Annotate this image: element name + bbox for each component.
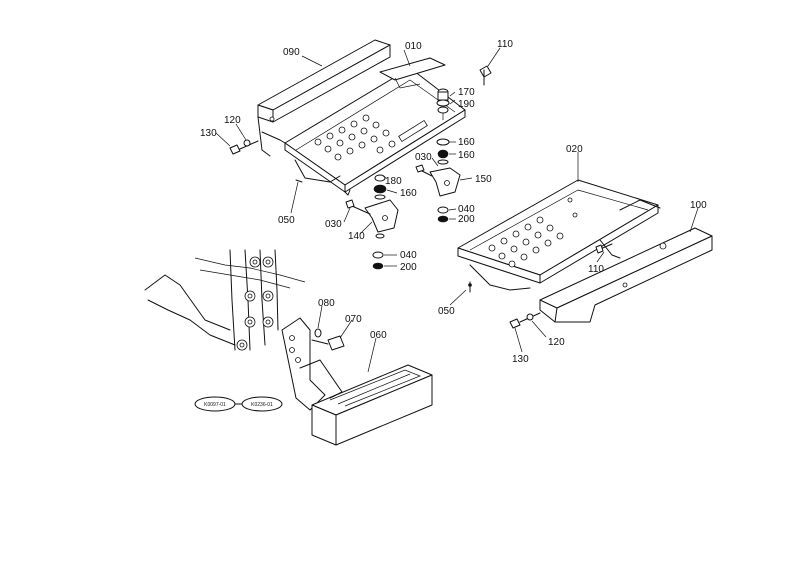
tractor-frame	[144, 249, 306, 351]
step-plate-010	[284, 57, 466, 196]
label-030-right: 030	[415, 152, 432, 163]
cushion-160-right	[436, 138, 450, 165]
step-060	[299, 359, 433, 446]
washer-120-right	[526, 313, 534, 321]
bolt-110-right	[595, 243, 613, 254]
label-050-right: 050	[438, 306, 455, 317]
washer-120-left	[243, 139, 251, 147]
label-040-center: 040	[400, 250, 417, 261]
label-190: 190	[458, 99, 475, 110]
label-180: 180	[385, 176, 402, 187]
label-160-b: 160	[458, 150, 475, 161]
plate-010-holes	[314, 114, 396, 161]
part-labels: 090 010 110 170 190 120 130 160 160 030 …	[200, 39, 707, 365]
label-110-right: 110	[588, 264, 604, 275]
nuts-040-200-center	[372, 251, 384, 270]
side-bar-100	[539, 227, 713, 323]
label-080: 080	[318, 298, 335, 309]
label-110-top: 110	[497, 39, 513, 50]
label-200-center: 200	[400, 262, 417, 273]
pin-050-right	[468, 281, 472, 293]
side-bar-090	[257, 39, 391, 157]
bolt-130-left	[229, 139, 259, 155]
bracket-150	[415, 164, 461, 197]
bolt-070	[311, 335, 345, 351]
label-130-right: 130	[512, 354, 529, 365]
ref-tag-group: K0097-01 K0236-01	[194, 396, 283, 412]
step-plate-020	[457, 179, 661, 291]
label-170: 170	[458, 87, 475, 98]
label-150: 150	[475, 174, 492, 185]
label-120-left: 120	[224, 115, 241, 126]
bolt-130-right	[509, 312, 541, 329]
label-140: 140	[348, 231, 365, 242]
label-070: 070	[345, 314, 362, 325]
label-160-c: 160	[400, 188, 417, 199]
label-120-right: 120	[548, 337, 565, 348]
cushion-180-160-center	[373, 174, 387, 200]
bolt-110-top	[479, 65, 492, 86]
label-100: 100	[690, 200, 707, 211]
label-020: 020	[566, 144, 583, 155]
cushion-170-190	[436, 88, 450, 120]
label-060: 060	[370, 330, 387, 341]
label-040-right: 040	[458, 204, 475, 215]
ref-tag-2-text: K0236-01	[251, 402, 273, 408]
label-010: 010	[405, 41, 422, 52]
label-050-left: 050	[278, 215, 295, 226]
washer-080	[314, 328, 322, 338]
step-bracket	[281, 317, 326, 411]
ref-tag-2	[241, 396, 283, 412]
label-200-right: 200	[458, 214, 475, 225]
leader-lines	[215, 47, 699, 373]
label-130-left: 130	[200, 128, 217, 139]
bracket-140	[345, 199, 399, 239]
label-090: 090	[283, 47, 300, 58]
label-030-center: 030	[325, 219, 342, 230]
ref-tag-1-text: K0097-01	[204, 402, 226, 408]
plate-020-holes	[488, 197, 578, 268]
label-160-a: 160	[458, 137, 475, 148]
nuts-040-200-right	[437, 206, 449, 223]
pin-050-left	[295, 179, 303, 183]
tractor-frame-bolts	[236, 256, 274, 351]
